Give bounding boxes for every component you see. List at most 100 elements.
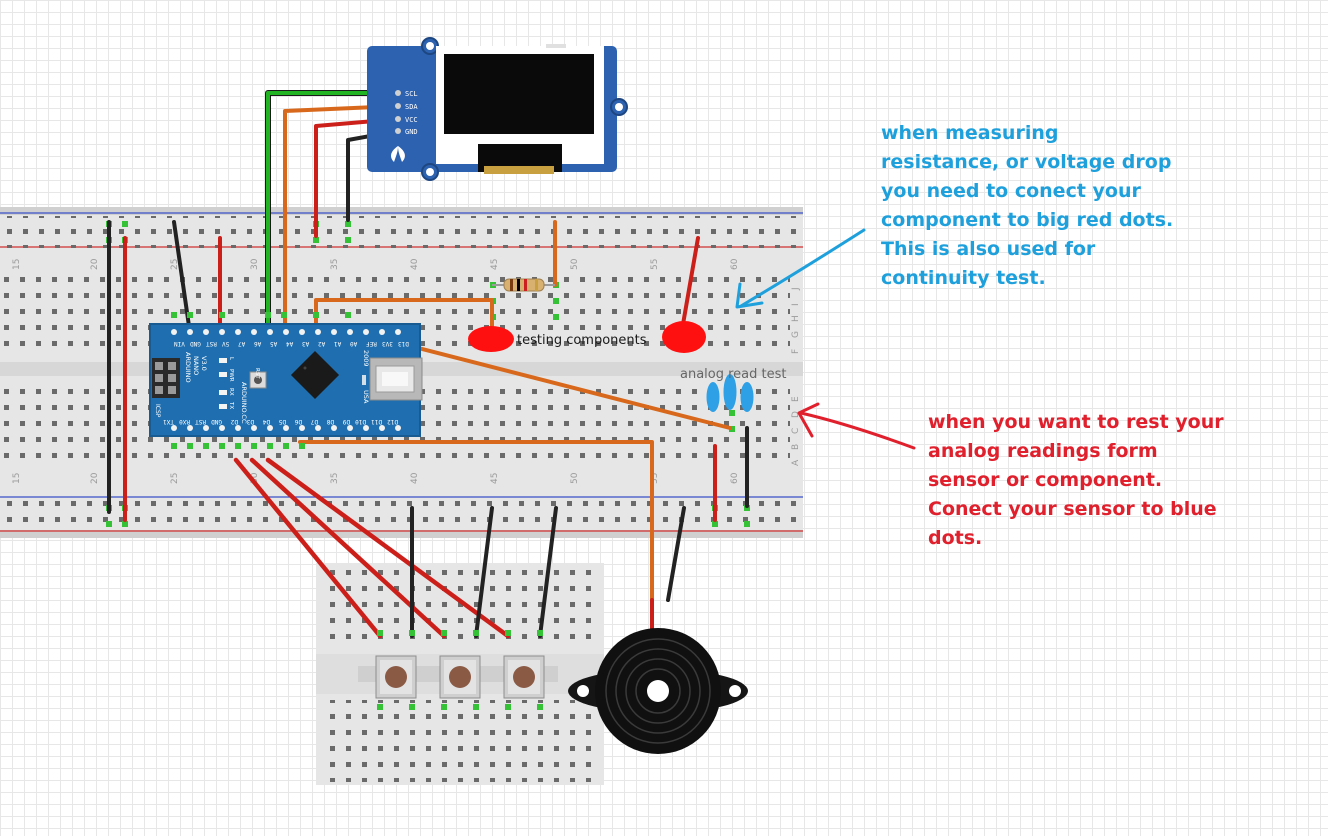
nano-pin-label: A2: [318, 340, 326, 347]
nano-pin-label: A3: [302, 340, 310, 347]
led-label: PWR: [228, 369, 234, 382]
test-dot-left: [468, 326, 514, 352]
nano-model: NANO: [192, 356, 200, 375]
row-letter: G: [791, 331, 801, 338]
led-label: TX: [228, 401, 234, 409]
nano-pin-label: D11: [371, 418, 382, 425]
analog-read-dots: [706, 374, 754, 412]
microcontroller-chip-icon: [290, 350, 340, 400]
col-num: 40: [410, 258, 420, 270]
nano-brand: ARDUINO: [184, 352, 192, 383]
col-num: 30: [250, 258, 260, 270]
col-num: 25: [170, 259, 180, 270]
oled-pin-label: VCC: [405, 116, 418, 124]
push-button-2: [439, 655, 481, 699]
nano-pin-label: D8: [326, 418, 334, 425]
oled-pin-label: SDA: [405, 103, 418, 111]
nano-pin-label: A4: [286, 340, 294, 347]
col-num: 20: [90, 472, 100, 484]
nano-pin-label: 3V3: [382, 340, 393, 347]
icsp-label: ICSP: [154, 404, 161, 418]
led-label: RX: [228, 388, 234, 396]
col-num: 55: [650, 473, 660, 484]
resistor: [492, 278, 555, 292]
row-letter: A: [791, 459, 801, 466]
test-dot-right: [662, 321, 706, 353]
nano-year: 2009: [362, 350, 370, 367]
oled-pin-labels: SCL SDA VCC GND: [405, 90, 418, 136]
nano-pin-label: D9: [342, 418, 350, 425]
analog-reading-note: when you want to rest your analog readin…: [928, 411, 1224, 549]
col-num: 15: [12, 259, 22, 270]
reset-button-icon: RST: [249, 368, 267, 389]
push-button-3: [503, 655, 545, 699]
nano-pin-label: TX1: [163, 418, 174, 425]
col-num: 35: [330, 473, 340, 484]
red-arrow-icon: [797, 402, 916, 450]
nano-country: USA: [362, 390, 370, 404]
rst-label: RST: [254, 368, 260, 379]
nano-pin-label: RX0: [179, 418, 190, 425]
resistance-note: when measuring resistance, or voltage dr…: [881, 122, 1174, 289]
row-letter: J: [791, 287, 801, 291]
nano-pin-label: GND: [190, 340, 201, 347]
nano-pin-label: A5: [270, 340, 278, 347]
col-num: 60: [730, 472, 740, 484]
row-letter: B: [791, 444, 801, 450]
nano-pin-label: D6: [294, 418, 302, 425]
nano-pin-labels-bottom: VIN GND RST 5V A7 A6 A5 A4 A3 A2 A1 A0 R…: [174, 340, 409, 347]
nano-pin-label: D4: [262, 418, 270, 425]
nano-pin-labels-top: TX1 RX0 RST GND D2 D3 D4 D5 D6 D7 D8 D9 …: [163, 418, 398, 425]
col-num: 30: [250, 472, 260, 484]
nano-pin-label: VIN: [174, 340, 185, 347]
nano-site: ARDUINO.CC: [240, 382, 248, 424]
col-num: 45: [490, 259, 500, 270]
row-letter: H: [791, 315, 801, 322]
nano-pin-label: D12: [387, 418, 398, 425]
buzzer-icon: [568, 628, 748, 754]
col-num: 20: [90, 258, 100, 270]
nano-pin-label: 5V: [222, 340, 230, 347]
seeed-logo-icon: [391, 146, 405, 162]
nano-pin-label: GND: [211, 418, 222, 425]
oled-pin-label: GND: [405, 128, 418, 136]
nano-leds: L PWR RX TX: [219, 357, 234, 409]
col-num: 60: [730, 258, 740, 270]
analog-read-label: analog read test: [680, 367, 787, 382]
row-letter: D: [791, 411, 801, 418]
nano-pin-label: A1: [334, 340, 342, 347]
push-button-1: [375, 655, 417, 699]
nano-pin-label: A7: [238, 340, 246, 347]
nano-pin-highlights: [171, 312, 351, 449]
col-num: 40: [410, 472, 420, 484]
nano-header-pins: [171, 329, 401, 431]
col-num: 45: [490, 473, 500, 484]
oled-pin-label: SCL: [405, 90, 418, 98]
blue-arrow-icon: [735, 228, 866, 309]
col-num: 50: [570, 258, 580, 270]
col-num: 50: [570, 472, 580, 484]
nano-pin-label: A6: [254, 340, 262, 347]
col-num: 25: [170, 473, 180, 484]
row-letter: E: [791, 396, 801, 402]
oled-display: SCL SDA VCC GND: [367, 37, 628, 181]
testing-components-dots: [468, 321, 706, 353]
main-breadboard: [0, 207, 803, 538]
row-letter: I: [791, 303, 801, 306]
nano-version: V3.0: [200, 356, 208, 371]
usb-port-icon: [369, 357, 423, 401]
column-numbers-top: 15 20 25 30 35 40 45 50 55 60: [12, 258, 740, 270]
column-numbers-bottom: 15 20 25 30 35 40 45 50 55 60: [12, 472, 740, 484]
nano-pin-label: D10: [355, 418, 366, 425]
push-buttons: [375, 630, 545, 710]
nano-pin-label: REF: [366, 340, 377, 347]
nano-pin-label: D3: [246, 418, 254, 425]
nano-pin-label: D13: [398, 340, 409, 347]
col-num: 55: [650, 259, 660, 270]
row-letter: F: [791, 349, 801, 354]
led-label: L: [228, 357, 234, 361]
row-letters: J I H G F E D C B A: [791, 287, 801, 466]
icsp-header: ICSP: [152, 358, 180, 418]
nano-pin-label: D5: [278, 418, 286, 425]
nano-pin-label: A0: [350, 340, 358, 347]
